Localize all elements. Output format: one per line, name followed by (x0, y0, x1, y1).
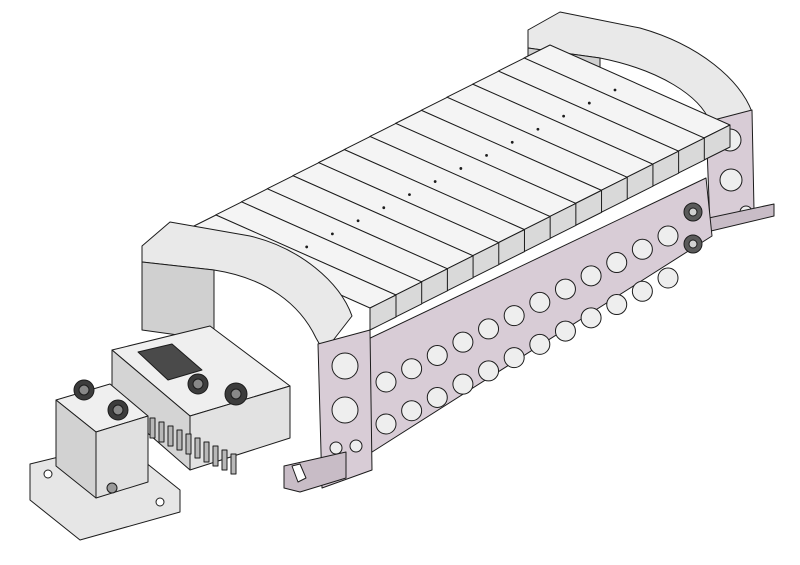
port-hole (606, 252, 628, 274)
port-hole (529, 333, 551, 355)
port-hole (657, 267, 679, 289)
front-end-plate (141, 221, 373, 493)
terminal-pin (185, 433, 192, 455)
port-holes (375, 225, 679, 435)
port-hole (426, 344, 448, 366)
display-window (137, 343, 203, 381)
port-hole (401, 358, 423, 380)
terminal-pin (203, 441, 210, 463)
serial-interface-unit (111, 325, 291, 475)
port-hole (631, 280, 653, 302)
terminal-pin (167, 425, 174, 447)
port-hole (401, 400, 423, 422)
port-hole (503, 347, 525, 369)
port-hole (580, 307, 602, 329)
port-hole (631, 238, 653, 260)
port-hole (452, 331, 474, 353)
port-hole (478, 360, 500, 382)
rear-port (719, 168, 743, 192)
port-hole (529, 291, 551, 313)
terminal-block (149, 417, 237, 475)
port-hole (478, 318, 500, 340)
end-module (29, 379, 181, 541)
terminal-pin (194, 437, 201, 459)
terminal-pin (230, 453, 237, 475)
port-hole (554, 278, 576, 300)
terminal-pin (158, 421, 165, 443)
port-hole (426, 386, 448, 408)
port-hole (554, 320, 576, 342)
terminal-pin (149, 417, 156, 439)
port-hole (503, 305, 525, 327)
terminal-pin (221, 449, 228, 471)
port-hole (606, 294, 628, 316)
port-hole (580, 265, 602, 287)
front-port (331, 396, 359, 424)
port-hole (452, 373, 474, 395)
terminal-pin (176, 429, 183, 451)
terminal-pin (212, 445, 219, 467)
port-hole (375, 413, 397, 435)
port-hole (375, 371, 397, 393)
fitting-connectors (683, 202, 703, 254)
front-port (331, 352, 359, 380)
port-hole (657, 225, 679, 247)
